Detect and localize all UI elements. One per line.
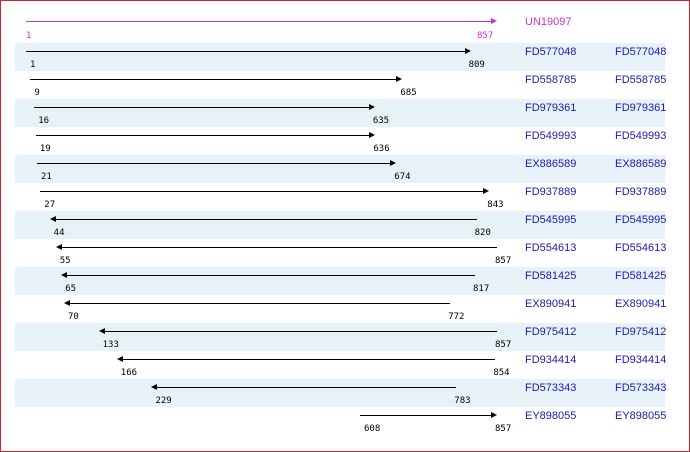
hit-label[interactable]: FD573343 — [525, 382, 577, 394]
hit-start: 229 — [155, 396, 172, 406]
hit-label[interactable]: FD937889 — [525, 186, 577, 198]
hit-label[interactable]: EX886589 — [525, 158, 577, 170]
hit-label[interactable]: FD577048 — [525, 46, 577, 58]
hit-end: 820 — [474, 228, 491, 238]
hit-end: 857 — [495, 340, 512, 350]
hit-start: 19 — [39, 144, 51, 154]
hit-label-secondary[interactable]: FD549993 — [615, 130, 667, 142]
hit-row — [15, 99, 665, 127]
hit-line — [103, 331, 497, 332]
query-label: UN19097 — [525, 16, 572, 28]
hit-label[interactable]: EX890941 — [525, 298, 577, 310]
hit-start: 21 — [41, 172, 52, 182]
arrow-left-icon — [61, 272, 68, 278]
arrow-right-icon — [491, 412, 497, 418]
hit-row — [15, 267, 665, 295]
hit-label[interactable]: FD979361 — [525, 102, 577, 114]
hit-start: 133 — [102, 340, 119, 350]
hit-row — [15, 379, 665, 407]
hit-line — [66, 275, 475, 276]
hit-end: 772 — [448, 312, 465, 322]
hit-label-secondary[interactable]: FD979361 — [615, 102, 667, 114]
query-end: 857 — [477, 31, 494, 41]
hit-label-secondary[interactable]: FD975412 — [615, 326, 667, 338]
hit-start: 44 — [53, 228, 65, 238]
query-arrow-icon — [491, 18, 497, 24]
hit-end: 636 — [373, 144, 390, 154]
hit-label-secondary[interactable]: FD581425 — [615, 270, 667, 282]
hit-label[interactable]: FD581425 — [525, 270, 577, 282]
hit-label[interactable]: FD545995 — [525, 214, 577, 226]
query-line — [26, 21, 492, 22]
hit-label[interactable]: FD554613 — [525, 242, 577, 254]
hit-end: 809 — [468, 60, 485, 70]
hit-line — [156, 387, 457, 388]
hit-end: 674 — [394, 172, 411, 182]
hit-label[interactable]: FD558785 — [525, 74, 577, 86]
arrow-right-icon — [464, 48, 471, 54]
hit-end: 857 — [495, 424, 512, 434]
hit-start: 1 — [30, 60, 36, 70]
arrow-left-icon — [49, 216, 56, 222]
hit-end: 857 — [495, 256, 512, 266]
arrow-right-icon — [369, 132, 376, 138]
arrow-left-icon — [151, 384, 158, 390]
arrow-left-icon — [55, 244, 62, 250]
hit-start: 27 — [44, 200, 56, 210]
hit-line — [30, 79, 398, 80]
hit-label-secondary[interactable]: FD573343 — [615, 382, 667, 394]
hit-row — [15, 155, 665, 183]
hit-label-secondary[interactable]: FD937889 — [615, 186, 667, 198]
hit-end: 843 — [487, 200, 504, 210]
hit-row — [15, 323, 665, 351]
arrow-left-icon — [63, 300, 70, 306]
hit-line — [26, 51, 466, 52]
arrow-right-icon — [390, 160, 397, 166]
arrow-left-icon — [98, 328, 105, 334]
hit-label-secondary[interactable]: FD558785 — [615, 74, 667, 86]
hit-end: 685 — [400, 88, 417, 98]
hit-line — [40, 191, 485, 192]
hit-label-secondary[interactable]: FD554613 — [615, 242, 667, 254]
hit-line — [68, 303, 451, 304]
hit-row — [15, 43, 665, 71]
hit-label[interactable]: EY898055 — [525, 410, 577, 422]
hit-end: 783 — [454, 396, 471, 406]
arrow-right-icon — [483, 188, 490, 194]
hit-line — [359, 415, 492, 416]
hit-line — [54, 219, 477, 220]
hit-label-secondary[interactable]: EX886589 — [615, 158, 667, 170]
arrow-right-icon — [368, 104, 375, 110]
hit-line — [60, 247, 497, 248]
hit-start: 608 — [363, 424, 381, 434]
hit-line — [37, 163, 392, 164]
query-start: 1 — [26, 31, 32, 41]
hit-start: 9 — [34, 88, 40, 98]
hit-line — [34, 107, 370, 108]
hit-label[interactable]: FD934414 — [525, 354, 577, 366]
hit-start: 55 — [59, 256, 71, 266]
hit-line — [35, 135, 371, 136]
hit-end: 817 — [472, 284, 490, 294]
hit-label-secondary[interactable]: FD934414 — [615, 354, 667, 366]
hit-end: 854 — [493, 368, 510, 378]
hit-label-secondary[interactable]: EX890941 — [615, 298, 667, 310]
hit-end: 635 — [372, 116, 390, 126]
arrow-left-icon — [116, 356, 123, 362]
arrow-right-icon — [396, 76, 403, 82]
hit-label-secondary[interactable]: EY898055 — [615, 410, 667, 422]
hit-line — [121, 359, 496, 360]
hit-row — [15, 211, 665, 239]
hit-start: 16 — [38, 116, 50, 126]
hit-label-secondary[interactable]: FD545995 — [615, 214, 667, 226]
hit-label-secondary[interactable]: FD577048 — [615, 46, 667, 58]
hit-start: 70 — [67, 312, 79, 322]
hit-label[interactable]: FD549993 — [525, 130, 577, 142]
hit-label[interactable]: FD975412 — [525, 326, 577, 338]
hit-start: 166 — [120, 368, 138, 378]
hit-start: 65 — [65, 284, 77, 294]
